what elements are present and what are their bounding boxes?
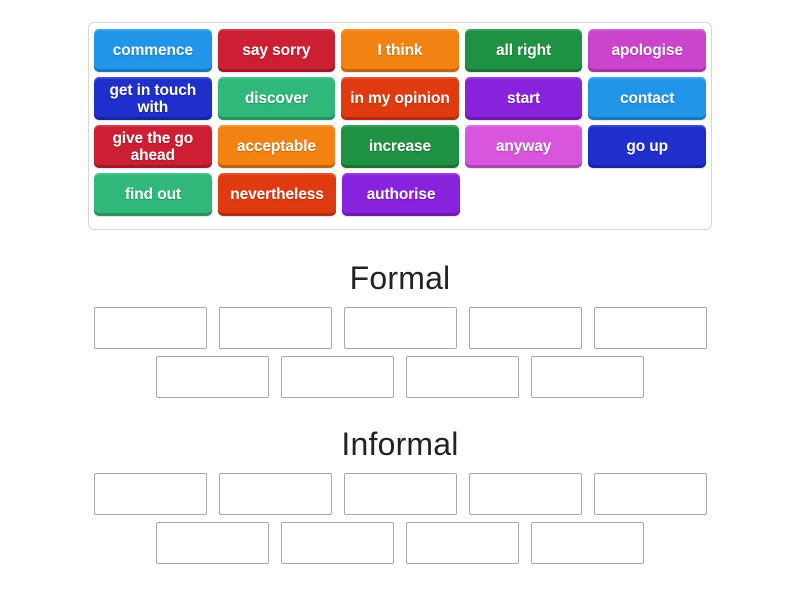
word-tile[interactable]: start — [464, 77, 583, 120]
drop-row — [0, 522, 800, 564]
drop-slot-informal[interactable] — [281, 522, 394, 564]
drop-slot-formal[interactable] — [593, 307, 707, 349]
drop-slot-formal[interactable] — [281, 356, 394, 398]
tile-row: commence say sorry I think all right apologi… — [94, 29, 706, 72]
group-title-informal: Informal — [341, 426, 459, 462]
word-tile-label: discover — [244, 90, 308, 107]
drop-slot-informal[interactable] — [343, 473, 457, 515]
word-tile-label: I think — [377, 42, 423, 59]
word-bank-container: commence say sorry I think all right apologi… — [88, 22, 712, 230]
word-tile[interactable]: nevertheless — [218, 173, 336, 216]
drop-row — [0, 473, 800, 515]
drop-slot-formal[interactable] — [156, 356, 269, 398]
word-tile[interactable]: commence — [94, 29, 212, 72]
word-tile[interactable]: say sorry — [217, 29, 336, 72]
word-tile[interactable]: in my opinion — [341, 77, 459, 120]
drop-row — [0, 307, 800, 349]
word-tile-label: say sorry — [242, 42, 311, 59]
word-tile-label: increase — [368, 138, 432, 155]
word-tile-label: authorise — [366, 186, 436, 203]
tile-row: find out nevertheless authorise — [94, 173, 706, 216]
tile-row: give the go ahead acceptable increase anywa… — [94, 125, 706, 168]
drop-slot-formal[interactable] — [406, 356, 519, 398]
drop-slot-informal[interactable] — [468, 473, 582, 515]
word-tile-label: all right — [496, 42, 552, 59]
group-title-formal: Formal — [349, 260, 451, 296]
word-tile-label: start — [507, 90, 541, 107]
word-tile-label: apologise — [611, 42, 683, 59]
word-tile-label: anyway — [495, 138, 552, 155]
word-tile-label: acceptable — [236, 138, 316, 155]
word-tile[interactable]: increase — [341, 125, 459, 168]
word-tile[interactable]: anyway — [464, 125, 583, 168]
word-tile-label: commence — [112, 42, 193, 59]
word-tile-label: in my opinion — [350, 90, 450, 107]
drop-slot-informal[interactable] — [156, 522, 269, 564]
drop-row — [0, 356, 800, 398]
word-tile[interactable]: go up — [588, 125, 706, 168]
drop-slot-formal[interactable] — [93, 307, 207, 349]
drop-slot-informal[interactable] — [531, 522, 644, 564]
word-tile[interactable]: discover — [217, 77, 336, 120]
word-tile[interactable]: authorise — [342, 173, 460, 216]
word-tile[interactable]: find out — [94, 173, 212, 216]
word-tile[interactable]: get in touch with — [94, 77, 212, 120]
word-tile[interactable]: contact — [588, 77, 706, 120]
drop-zone-group-formal — [0, 307, 800, 398]
word-tile[interactable]: apologise — [588, 29, 706, 72]
word-tile-label: nevertheless — [230, 186, 324, 203]
drop-slot-informal[interactable] — [406, 522, 519, 564]
word-tile-label: get in touch with — [109, 81, 197, 116]
drop-slot-formal[interactable] — [343, 307, 457, 349]
drop-slot-formal[interactable] — [468, 307, 582, 349]
drop-slot-formal[interactable] — [218, 307, 332, 349]
word-tile[interactable]: I think — [341, 29, 459, 72]
word-tile-label: go up — [626, 138, 669, 155]
tile-row: get in touch with discover in my opinion st… — [94, 77, 706, 120]
word-tile-label: contact — [619, 90, 675, 107]
word-tile-label: find out — [124, 186, 181, 203]
drop-slot-informal[interactable] — [93, 473, 207, 515]
word-tile[interactable]: acceptable — [217, 125, 336, 168]
drop-zone-group-informal — [0, 473, 800, 564]
word-tile-label: give the go ahead — [112, 129, 194, 164]
word-tile[interactable]: all right — [464, 29, 583, 72]
drop-slot-formal[interactable] — [531, 356, 644, 398]
drop-slot-informal[interactable] — [593, 473, 707, 515]
word-tile[interactable]: give the go ahead — [94, 125, 212, 168]
drop-slot-informal[interactable] — [218, 473, 332, 515]
